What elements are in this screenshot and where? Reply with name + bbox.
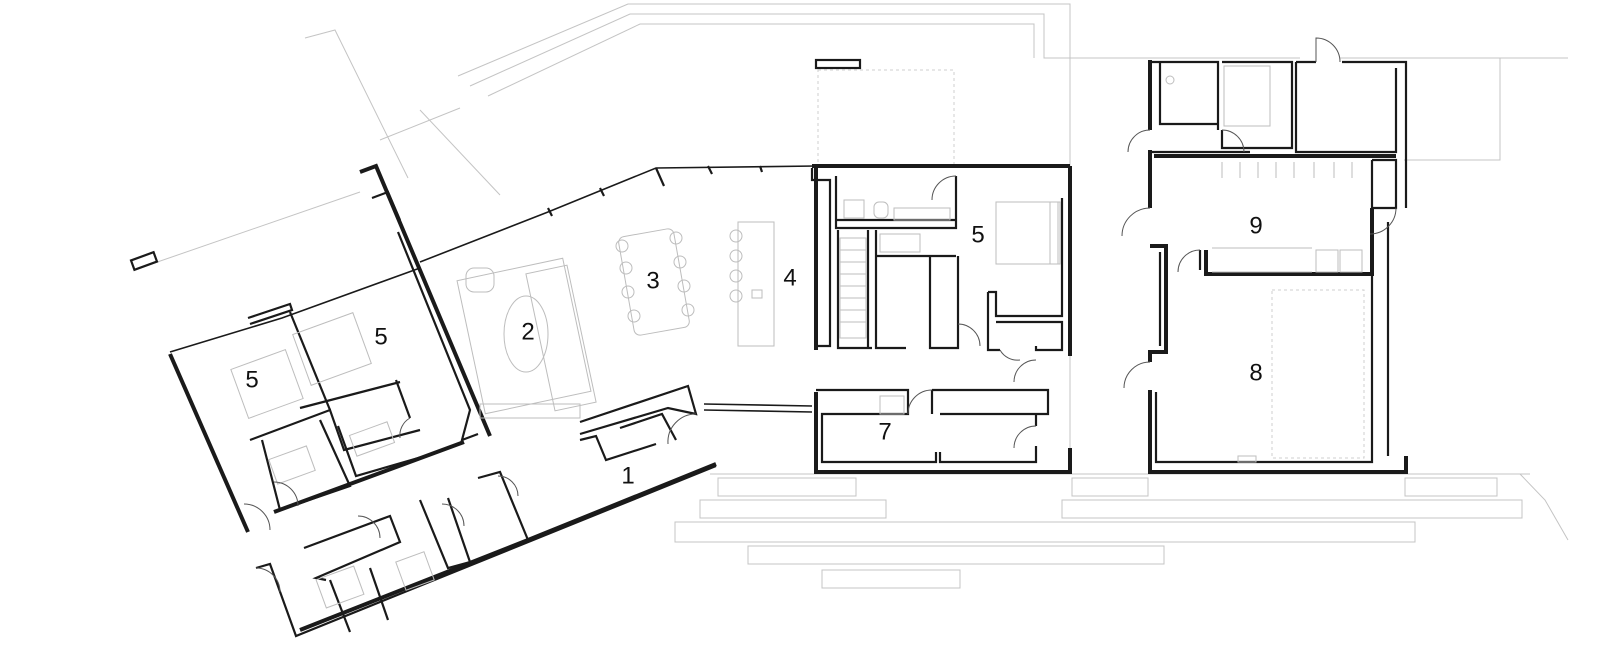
core-furniture [839,199,1061,339]
dining-kitchen-furniture [615,221,775,347]
door-swings [243,37,1397,593]
room-label-kitchen: 4 [783,265,796,292]
room-label-bedroom-west-a: 5 [245,367,258,394]
room-label-bedroom-west-b: 5 [374,324,387,351]
utility-walls [814,388,1072,474]
core-walls [810,164,1072,356]
central-glazing [419,165,817,413]
west-wing-walls [168,163,717,638]
site-context-lines [129,3,1569,589]
room-label-garage: 8 [1249,360,1262,387]
outbuilding-walls [1148,60,1408,474]
room-label-utility: 7 [878,419,891,446]
room-label-bedroom-east: 5 [971,222,984,249]
room-label-dining: 3 [646,268,659,295]
room-label-living: 2 [521,319,534,346]
room-labels: 1 2 3 4 5 5 5 7 8 9 [245,213,1262,490]
room-label-workshop: 9 [1249,213,1262,240]
room-label-entry: 1 [621,463,634,490]
west-wing-furniture [230,257,597,609]
